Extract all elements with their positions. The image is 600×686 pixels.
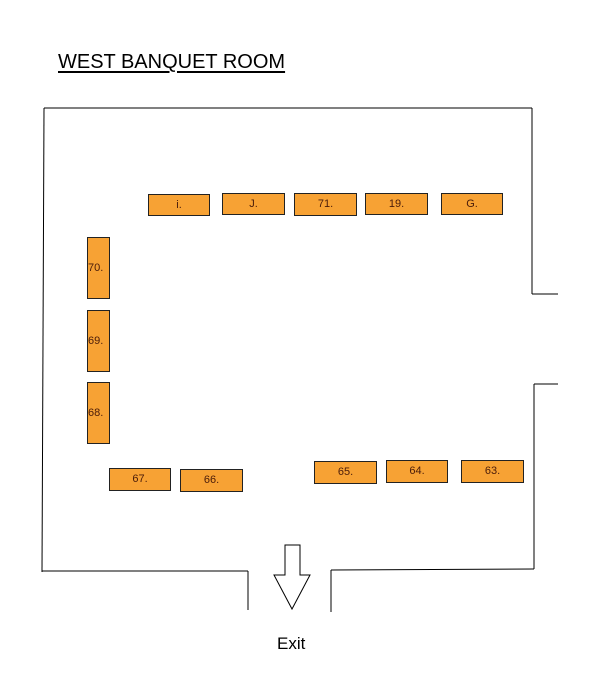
table-g[interactable]: G. bbox=[441, 193, 503, 215]
table-63[interactable]: 63. bbox=[461, 460, 524, 483]
table-71[interactable]: 71. bbox=[294, 193, 357, 216]
table-67[interactable]: 67. bbox=[109, 468, 171, 491]
exit-label: Exit bbox=[277, 634, 306, 653]
down-arrow-icon bbox=[273, 544, 311, 611]
table-64[interactable]: 64. bbox=[386, 460, 448, 483]
table-19[interactable]: 19. bbox=[365, 193, 428, 215]
table-j[interactable]: J. bbox=[222, 193, 285, 215]
room-title: WEST BANQUET ROOM bbox=[58, 51, 286, 73]
table-68[interactable]: 68. bbox=[87, 382, 110, 444]
table-70[interactable]: 70. bbox=[87, 237, 110, 299]
table-69[interactable]: 69. bbox=[87, 310, 110, 372]
table-65[interactable]: 65. bbox=[314, 461, 377, 484]
table-i[interactable]: i. bbox=[148, 194, 210, 216]
table-66[interactable]: 66. bbox=[180, 469, 243, 492]
